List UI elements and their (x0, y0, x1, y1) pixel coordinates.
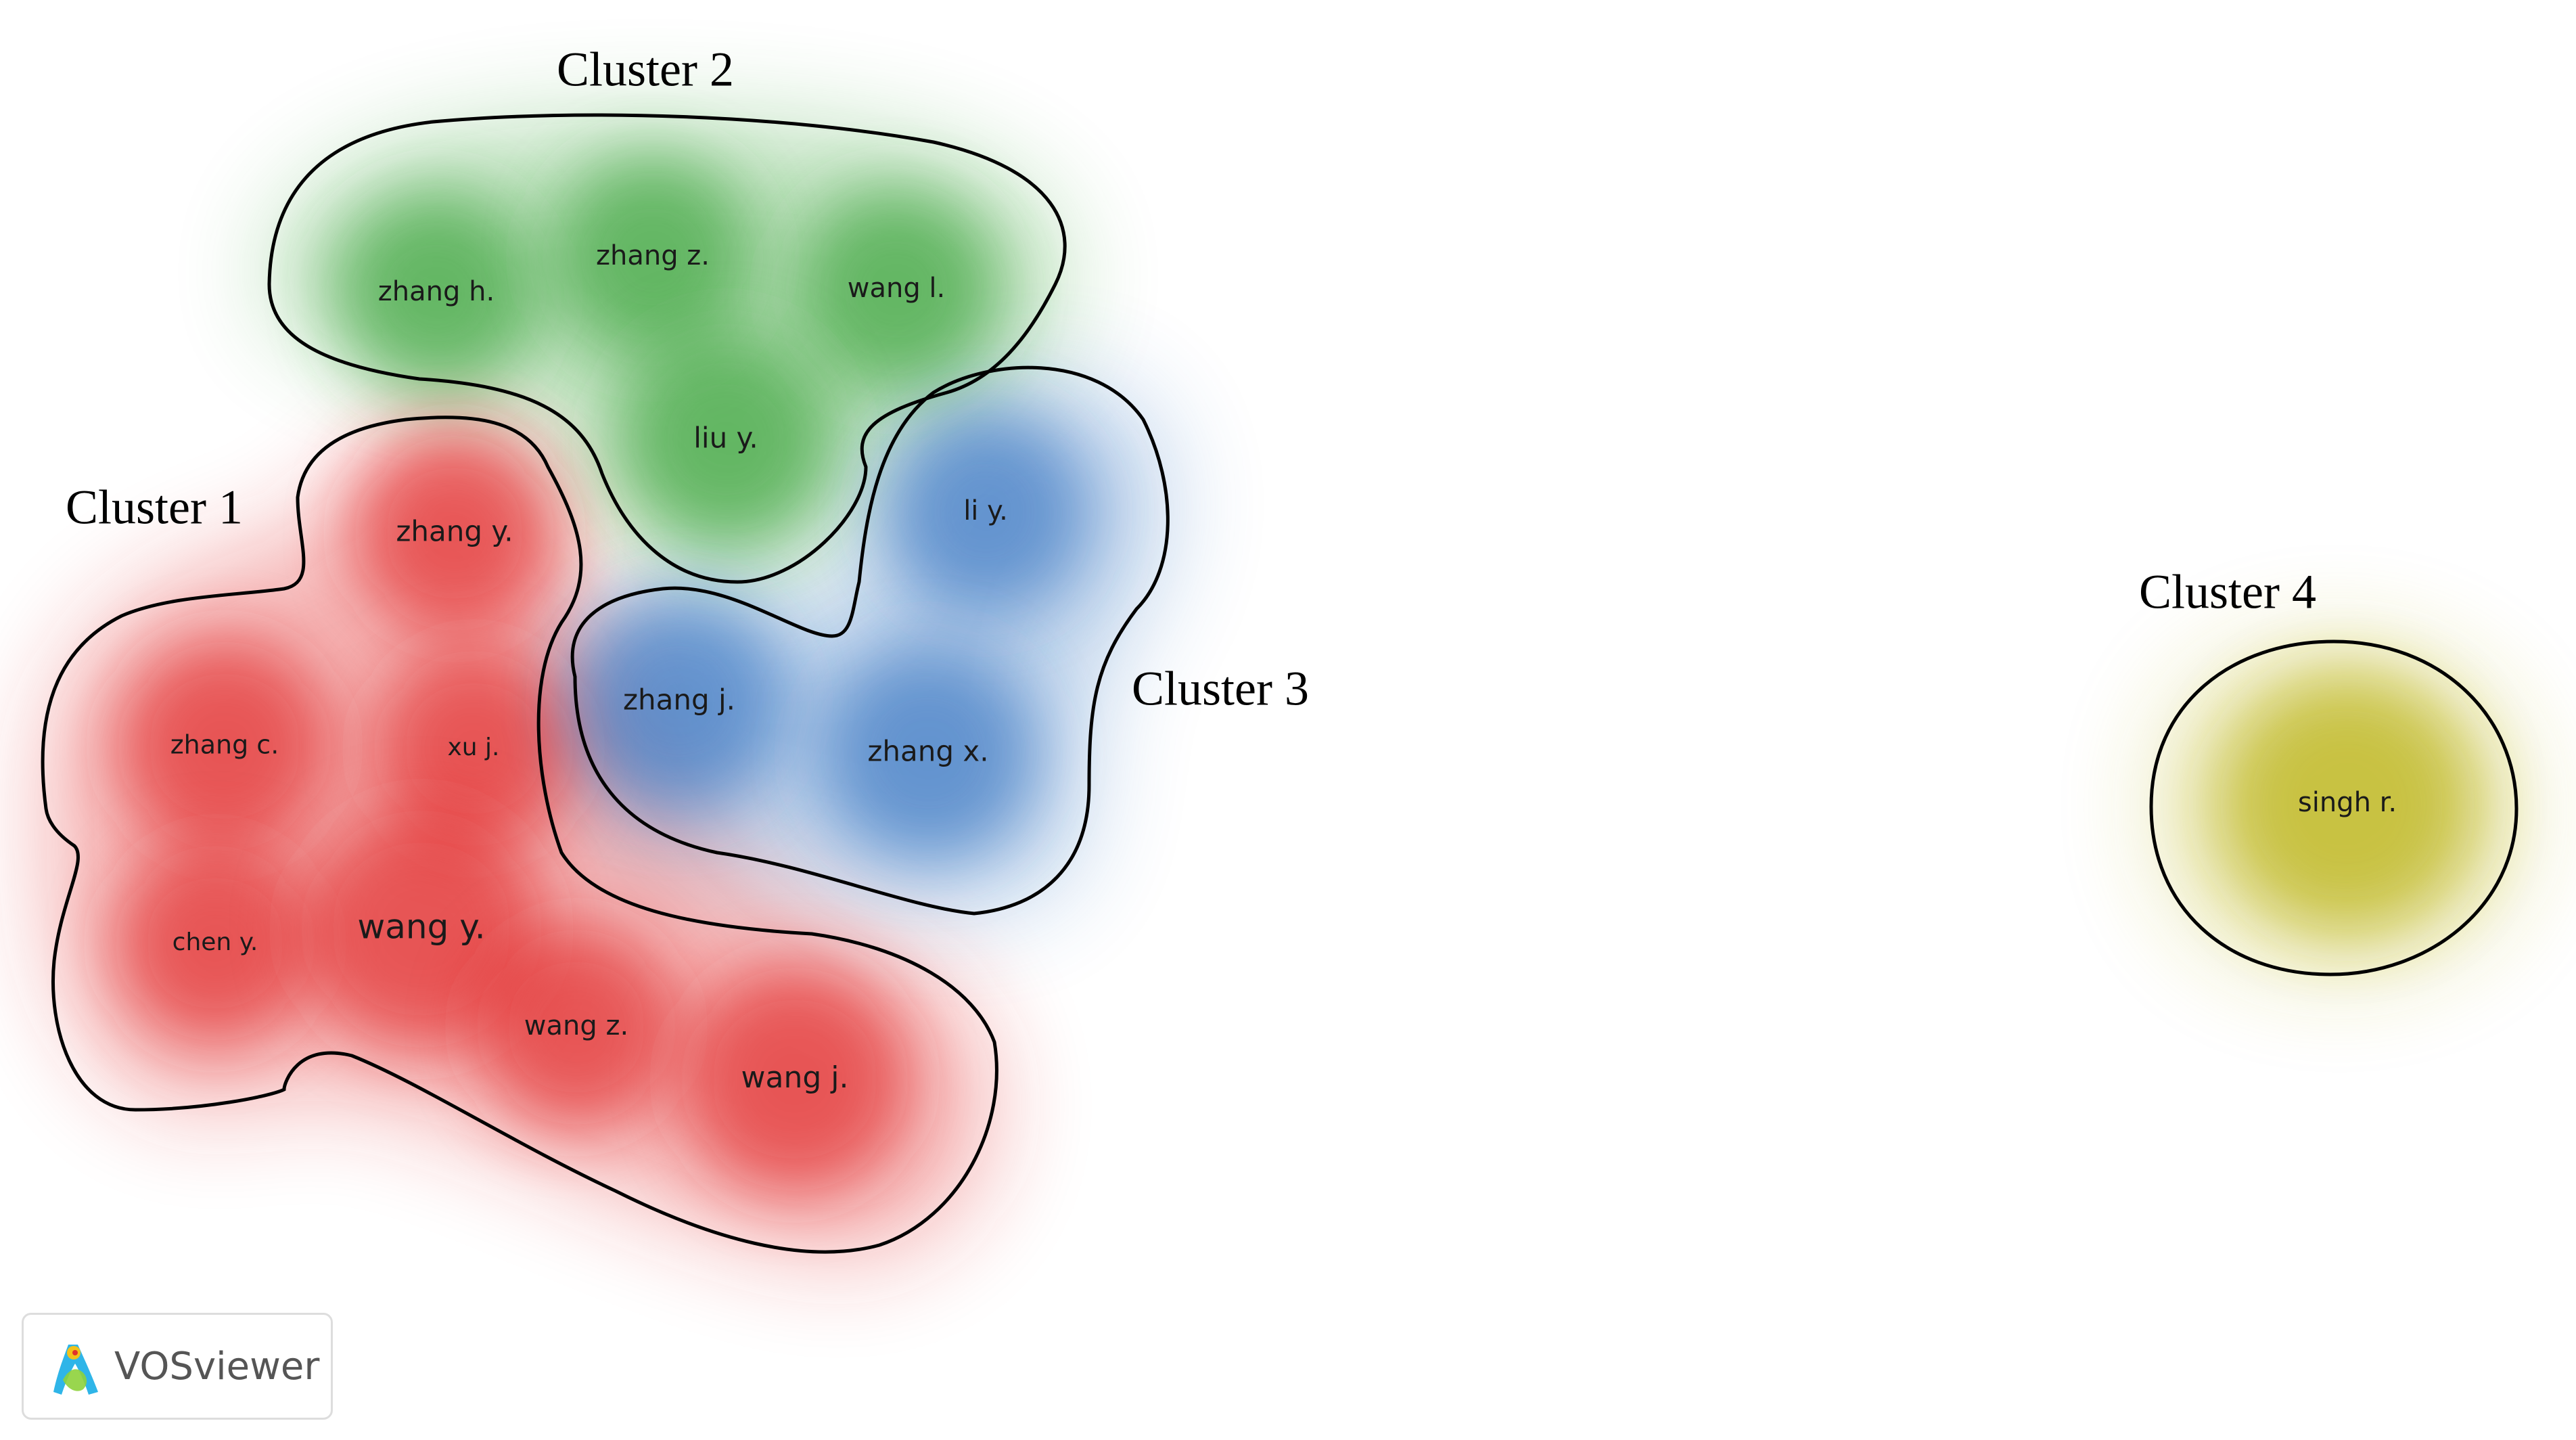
cluster-4-outline (2149, 639, 2518, 976)
cluster-outlines (41, 113, 2518, 1254)
density-hotspot-wang-z (475, 926, 678, 1129)
density-hotspot-singh-r (2219, 675, 2476, 932)
vosviewer-logo-icon (53, 1345, 98, 1395)
cluster-1-outline (41, 415, 998, 1254)
node-label-zhang-c: zhang c. (170, 730, 279, 760)
node-label-wang-z: wang z. (524, 1010, 628, 1041)
density-hotspot-zhang-c (116, 638, 333, 855)
density-hotspot-zhang-j (571, 593, 787, 810)
node-label-xu-j: xu j. (447, 734, 499, 761)
density-hotspot-zhang-h (335, 192, 538, 395)
node-label-zhang-z: zhang z. (596, 240, 710, 271)
node-label-singh-r: singh r. (2298, 787, 2397, 818)
density-hotspot-wang-j (680, 964, 910, 1194)
node-label-zhang-h: zhang h. (378, 276, 495, 307)
cluster-3-outline (570, 365, 1170, 916)
cluster-label-c1: Cluster 1 (66, 480, 243, 535)
node-label-zhang-j: zhang j. (623, 683, 735, 717)
cluster-labels: Cluster 1 Cluster 2 Cluster 3 Cluster 4 (66, 43, 2316, 716)
density-hotspot-zhang-z (551, 156, 754, 359)
node-label-li-y: li y. (963, 495, 1008, 526)
node-label-wang-l: wang l. (848, 273, 946, 304)
vosviewer-logo: VOSviewer (22, 1313, 333, 1420)
density-heat-layer (43, 120, 2523, 1261)
node-label-chen-y: chen y. (172, 928, 258, 956)
density-hotspot-zhang-y (353, 432, 556, 635)
density-hotspot-xu-j (372, 647, 575, 850)
density-hotspot-liu-y (618, 332, 834, 548)
cluster-label-c2: Cluster 2 (557, 43, 734, 97)
density-hotspot-zhang-x (820, 645, 1036, 861)
logo-text: VOSviewer (114, 1344, 320, 1389)
density-hotspot-wang-l (795, 188, 998, 391)
node-label-wang-j: wang j. (741, 1060, 849, 1095)
cluster-label-c3: Cluster 3 (1132, 662, 1309, 716)
density-hotspot-chen-y (114, 842, 317, 1045)
cluster-label-c4: Cluster 4 (2139, 565, 2316, 619)
node-label-liu-y: liu y. (693, 422, 758, 455)
node-label-zhang-y: zhang y. (396, 515, 513, 548)
node-labels: zhang h. zhang z. wang l. liu y. zhang y. zha… (170, 240, 2397, 1095)
node-label-zhang-x: zhang x. (867, 735, 988, 768)
node-label-wang-y: wang y. (357, 907, 485, 947)
density-hotspot-li-y (884, 411, 1087, 614)
